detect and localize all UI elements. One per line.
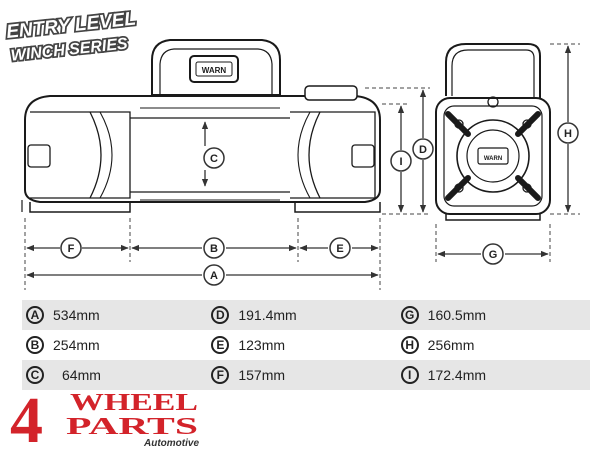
letter-badge: H [400, 336, 419, 354]
extension-lines [24, 43, 580, 290]
spec-g: G 160.5mm [400, 306, 590, 324]
letter-badge: C [26, 366, 44, 384]
spec-value: 160.5mm [427, 307, 487, 323]
spec-e: E 123mm [211, 336, 400, 354]
svg-text:D: D [419, 144, 427, 156]
spec-row: B 254mm E 123mm H 256mm [22, 330, 590, 360]
spec-h: H 256mm [400, 336, 590, 354]
letter-badge: B [26, 336, 44, 354]
svg-text:H: H [564, 128, 572, 140]
callout-g: G [482, 243, 504, 265]
spec-value: 191.4mm [238, 307, 297, 323]
brand-logo-numeral: 4 [10, 384, 43, 450]
winch-front-view [21, 39, 381, 213]
letter-badge: G [400, 306, 419, 324]
spec-row: C 64mm F 157mm I 172.4mm [22, 360, 590, 390]
callout-f: F [60, 237, 82, 259]
dimension-arrows [26, 45, 572, 279]
svg-text:I: I [399, 156, 402, 168]
callout-d: D [412, 138, 434, 160]
spec-value: 157mm [238, 367, 286, 383]
brand-logo-parts: PARTS [66, 414, 198, 440]
spec-i: I 172.4mm [400, 366, 590, 384]
svg-text:G: G [489, 249, 498, 261]
letter-badge: D [211, 306, 230, 324]
letter-badge: E [211, 336, 230, 354]
dimension-spec-table: A 534mm D 191.4mm G 160.5mm B 254mm E 123mm H… [22, 300, 590, 390]
spec-value: 256mm [427, 337, 475, 353]
side-brand-label: WARN [484, 156, 502, 162]
brand-logo-wheel: WHEEL [70, 390, 198, 416]
callout-b: B [203, 237, 225, 259]
spec-value: 534mm [53, 307, 100, 323]
callout-c: C [203, 147, 225, 169]
letter-badge: A [26, 306, 44, 324]
spec-value: 172.4mm [427, 367, 487, 383]
spec-value: 64mm [62, 367, 101, 383]
spec-c: C 64mm [22, 366, 211, 384]
callout-h: H [557, 122, 579, 144]
spec-value: 254mm [53, 337, 100, 353]
winch-brand-label: WARN [202, 66, 227, 75]
spec-value: 123mm [238, 337, 286, 353]
callout-i: I [390, 150, 412, 172]
svg-text:B: B [210, 243, 218, 255]
svg-text:E: E [336, 243, 343, 255]
letter-badge: F [211, 366, 230, 384]
spec-a: A 534mm [22, 306, 211, 324]
svg-text:C: C [210, 153, 218, 165]
callout-a: A [203, 264, 225, 286]
letter-badge: I [400, 366, 419, 384]
callout-e: E [329, 237, 351, 259]
winch-side-view [435, 43, 551, 221]
spec-d: D 191.4mm [211, 306, 400, 324]
brand-logo: 4 WHEEL PARTS Automotive [10, 384, 199, 450]
svg-text:F: F [68, 243, 75, 255]
series-badge: ENTRY LEVEL WINCH SERIES [4, 7, 139, 67]
svg-text:A: A [210, 270, 218, 282]
brand-logo-tagline: Automotive [143, 438, 199, 449]
spec-row: A 534mm D 191.4mm G 160.5mm [22, 300, 590, 330]
spec-f: F 157mm [211, 366, 400, 384]
spec-b: B 254mm [22, 336, 211, 354]
